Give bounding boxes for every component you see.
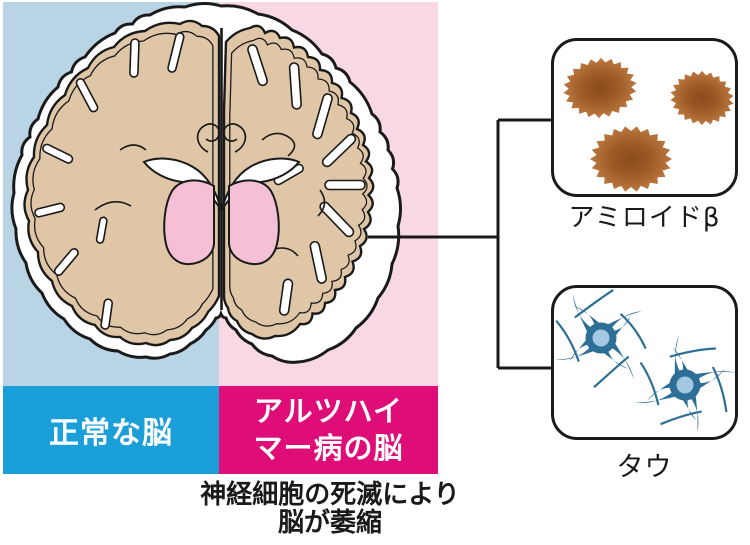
alzheimer-brain-label: アルツハイ マー病の脳: [219, 386, 438, 474]
tau-neurons-illustration: [554, 289, 735, 433]
tau-callout-box: [551, 285, 738, 440]
normal-brain-label: 正常な脳: [3, 386, 219, 474]
brain-coronal-section-illustration: [10, 2, 402, 364]
atrophy-caption: 神経細胞の死滅により 脳が萎縮: [200, 480, 460, 538]
amyloid-callout-box: [551, 38, 738, 197]
amyloid-beta-label: アミロイドβ: [568, 203, 721, 233]
neuron-nucleus: [592, 329, 610, 347]
tau-neuron: [554, 289, 647, 388]
amyloid-plaque: [563, 57, 637, 119]
neuron-nucleus: [676, 376, 694, 394]
amyloid-plaque: [670, 70, 734, 126]
brain-art: [10, 2, 402, 364]
amyloid-plaque: [590, 126, 672, 192]
tau-neuron: [635, 334, 735, 433]
amyloid-plaques-illustration: [563, 57, 734, 192]
tau-label: タウ: [616, 452, 673, 483]
